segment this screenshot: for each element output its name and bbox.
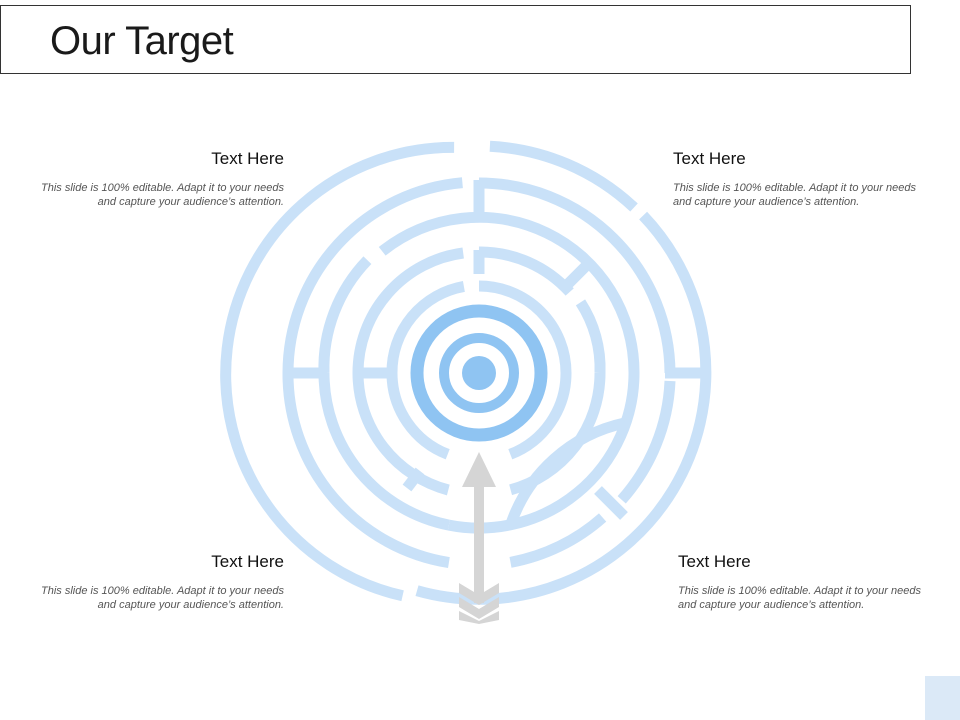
text-block-heading: Text Here <box>211 552 284 571</box>
text-block-heading: Text Here <box>678 552 751 571</box>
text-block-body: This slide is 100% editable. Adapt it to… <box>41 182 284 208</box>
arrow-head <box>462 452 496 487</box>
maze-ring-2-arc-c <box>509 513 607 568</box>
maze-ring-2-arc-b <box>617 380 676 504</box>
maze-ring-2-arc-e <box>282 177 463 374</box>
text-block-bottom-right: Text Here This slide is 100% editable. A… <box>678 552 928 612</box>
maze-ring-5-arc-d <box>386 280 465 374</box>
target-bullseye <box>462 356 496 390</box>
maze-ring-4-arc-c <box>509 372 606 496</box>
maze-ring-3-arc-b <box>447 372 640 534</box>
arrow-fletching <box>459 583 499 605</box>
title-box: Our Target <box>0 5 911 74</box>
maze-ring-3-arc-d <box>318 372 450 531</box>
maze-connector <box>594 486 628 520</box>
maze-ring-1-arc-a <box>489 140 638 212</box>
text-block-top-left: Text Here This slide is 100% editable. A… <box>34 149 284 209</box>
arrow-icon <box>459 452 499 624</box>
text-block-heading: Text Here <box>211 149 284 168</box>
text-block-body: This slide is 100% editable. Adapt it to… <box>41 585 284 611</box>
maze-ring-2-arc-a <box>478 177 676 374</box>
maze-ring-3-arc-e <box>318 256 372 374</box>
maze-connector <box>561 261 591 291</box>
maze-ring-3-arc-a <box>378 211 640 374</box>
text-block-body: This slide is 100% editable. Adapt it to… <box>678 585 921 611</box>
target-inner-ring <box>439 333 519 413</box>
maze-ring-1-arc-b <box>415 211 712 605</box>
maze-ring-1-arc-c <box>220 141 455 602</box>
text-block-body: This slide is 100% editable. Adapt it to… <box>673 182 916 208</box>
maze-ring-3-arc-c <box>505 417 626 527</box>
target-outer-ring <box>410 304 548 442</box>
maze-ring-5-arc-b <box>508 372 572 460</box>
corner-accent <box>925 676 960 720</box>
target-icon <box>410 304 548 442</box>
text-block-bottom-left: Text Here This slide is 100% editable. A… <box>34 552 284 612</box>
maze-ring-5-arc-c <box>386 372 450 460</box>
text-block-top-right: Text Here This slide is 100% editable. A… <box>673 149 923 209</box>
maze-ring-5-arc-a <box>478 280 572 374</box>
arrow-shaft <box>474 485 484 603</box>
maze-ring-4-arc-a <box>478 246 574 296</box>
arrow-fletching <box>459 611 499 624</box>
text-block-heading: Text Here <box>673 149 746 168</box>
maze-ring-4-arc-b <box>575 299 606 374</box>
maze-icon <box>220 140 712 605</box>
maze-ring-2-arc-d <box>282 372 450 569</box>
arrow-fletching <box>459 597 499 619</box>
maze-connector <box>402 467 425 492</box>
maze-ring-4-arc-d <box>352 372 450 496</box>
page-title: Our Target <box>50 19 234 63</box>
maze-ring-4-arc-e <box>352 247 464 374</box>
